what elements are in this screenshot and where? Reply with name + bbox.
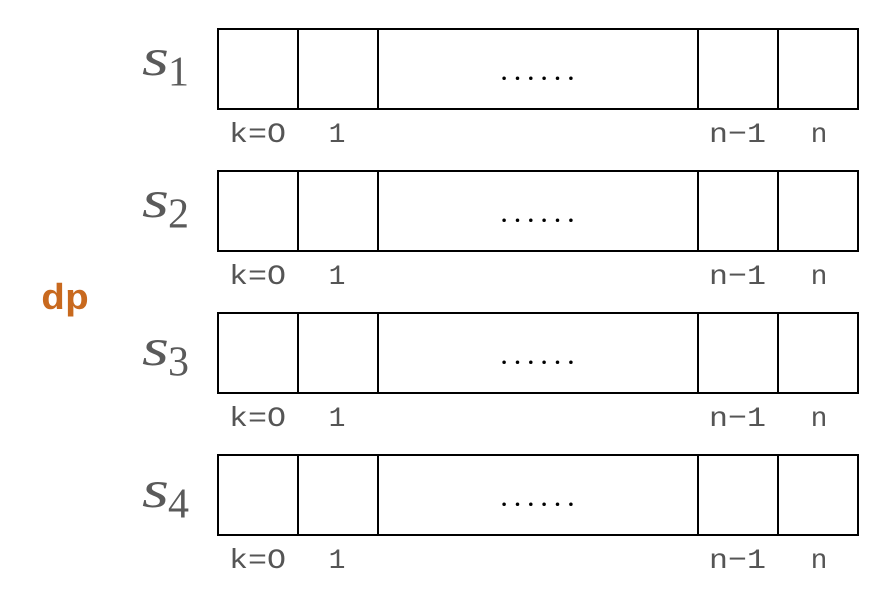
svg-text:n: n (811, 404, 828, 435)
svg-text:n−1: n−1 (709, 120, 766, 151)
svg-text:s: s (142, 171, 169, 229)
svg-text:dp: dp (41, 279, 89, 320)
svg-text:4: 4 (168, 482, 189, 528)
svg-text:3: 3 (168, 340, 189, 386)
svg-text:1: 1 (329, 262, 346, 293)
svg-text:1: 1 (168, 50, 189, 96)
svg-text:k=O: k=O (229, 120, 286, 151)
svg-text:n: n (811, 262, 828, 293)
svg-text:2: 2 (168, 192, 189, 238)
svg-text:k=O: k=O (229, 404, 286, 435)
svg-text:n−1: n−1 (709, 546, 766, 577)
svg-text:s: s (142, 319, 169, 377)
svg-text:n: n (811, 546, 828, 577)
svg-text:n−1: n−1 (709, 262, 766, 293)
svg-text:n: n (811, 120, 828, 151)
svg-text:s: s (142, 461, 169, 519)
svg-text:s: s (142, 29, 169, 87)
svg-text:k=O: k=O (229, 262, 286, 293)
svg-text:n−1: n−1 (709, 404, 766, 435)
svg-text:k=O: k=O (229, 546, 286, 577)
svg-text:1: 1 (329, 546, 346, 577)
svg-text:1: 1 (329, 120, 346, 151)
svg-text:1: 1 (329, 404, 346, 435)
